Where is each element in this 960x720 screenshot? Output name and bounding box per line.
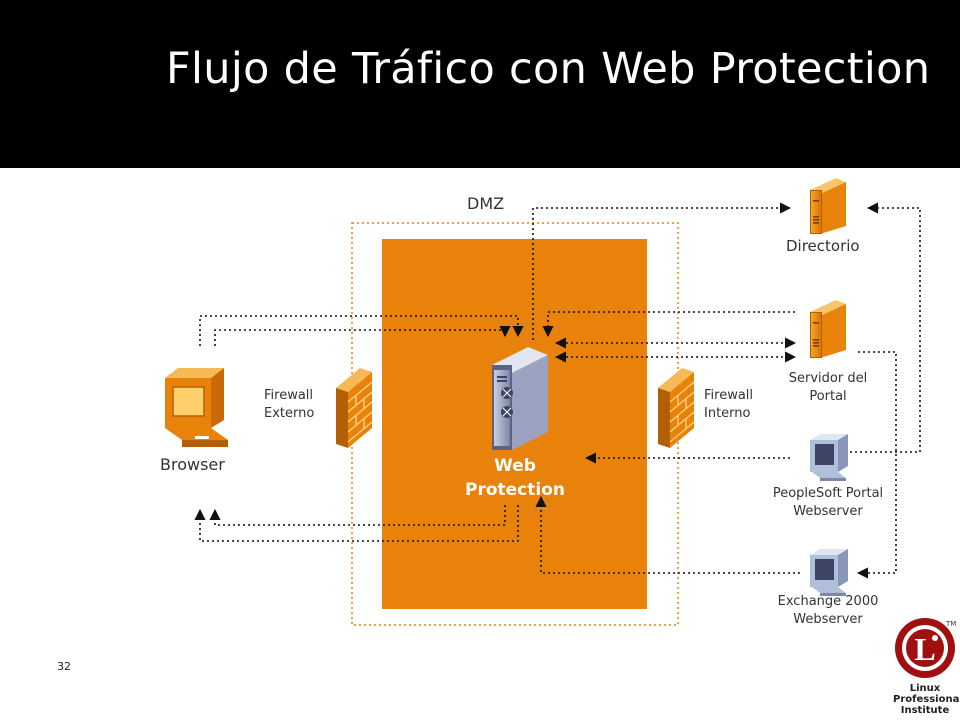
- peoplesoft-line-2: Webserver: [793, 504, 863, 519]
- firewall-internal-label: Firewall Interno: [704, 387, 753, 423]
- flow-portal-to-wp: [542, 311, 795, 338]
- lpi-line-2: Professional: [893, 694, 960, 705]
- browser-label: Browser: [160, 455, 225, 474]
- exchange-line-2: Webserver: [793, 612, 863, 627]
- flow-browser-to-wp-2: [214, 325, 511, 346]
- peoplesoft-line-1: PeopleSoft Portal: [772, 486, 884, 501]
- lpi-line-1: Linux: [909, 683, 941, 694]
- slide-title: Flujo de Tráfico con Web Protection: [166, 44, 931, 94]
- firewall-internal-line-1: Firewall: [704, 388, 754, 403]
- firewall-internal-icon: [658, 368, 695, 448]
- dmz-label: DMZ: [467, 194, 505, 213]
- portal-server-line-2: Portal: [809, 389, 847, 404]
- flow-wp-to-browser-2: [194, 505, 519, 542]
- slide-number: 32: [57, 660, 71, 673]
- directorio-server-icon: [810, 178, 846, 234]
- firewall-external-label: Firewall Externo: [264, 387, 314, 423]
- exchange-line-1: Exchange 2000: [777, 594, 879, 609]
- firewall-external-line-1: Firewall: [264, 388, 314, 403]
- flow-exchange-to-wp: [535, 495, 800, 574]
- lpi-logo-icon: L: [895, 618, 955, 678]
- portal-server-line-1: Servidor del: [788, 371, 868, 386]
- web-protection-line-2: Protection: [465, 480, 565, 500]
- flow-peoplesoft-to-directorio: [850, 202, 921, 453]
- exchange-monitor-icon: [810, 549, 848, 596]
- firewall-external-line-2: Externo: [264, 406, 315, 421]
- firewall-internal-line-2: Interno: [704, 406, 751, 421]
- lpi-logo-text: Linux Professional Institute: [893, 683, 960, 716]
- flow-wp-to-directorio: [532, 202, 792, 340]
- flow-browser-to-wp-1: [199, 315, 524, 346]
- portal-server-icon: [810, 300, 846, 358]
- flow-paths: [194, 202, 921, 579]
- flow-wp-to-browser-1: [209, 505, 506, 526]
- peoplesoft-monitor-icon: [810, 434, 848, 481]
- directorio-label: Directorio: [786, 237, 860, 255]
- firewall-external-icon: [336, 368, 373, 448]
- web-protection-server-icon: [492, 347, 548, 450]
- svg-text:L: L: [914, 631, 935, 667]
- web-protection-label: Web Protection: [450, 454, 580, 502]
- slide-header: Flujo de Tráfico con Web Protection: [0, 0, 960, 168]
- web-protection-line-1: Web: [494, 456, 536, 476]
- exchange-label: Exchange 2000 Webserver: [770, 593, 886, 629]
- browser-computer-icon: [165, 368, 228, 447]
- lpi-trademark: TM: [946, 620, 957, 628]
- lpi-line-3: Institute: [900, 705, 950, 716]
- portal-server-label: Servidor del Portal: [776, 370, 880, 406]
- peoplesoft-label: PeopleSoft Portal Webserver: [760, 485, 896, 521]
